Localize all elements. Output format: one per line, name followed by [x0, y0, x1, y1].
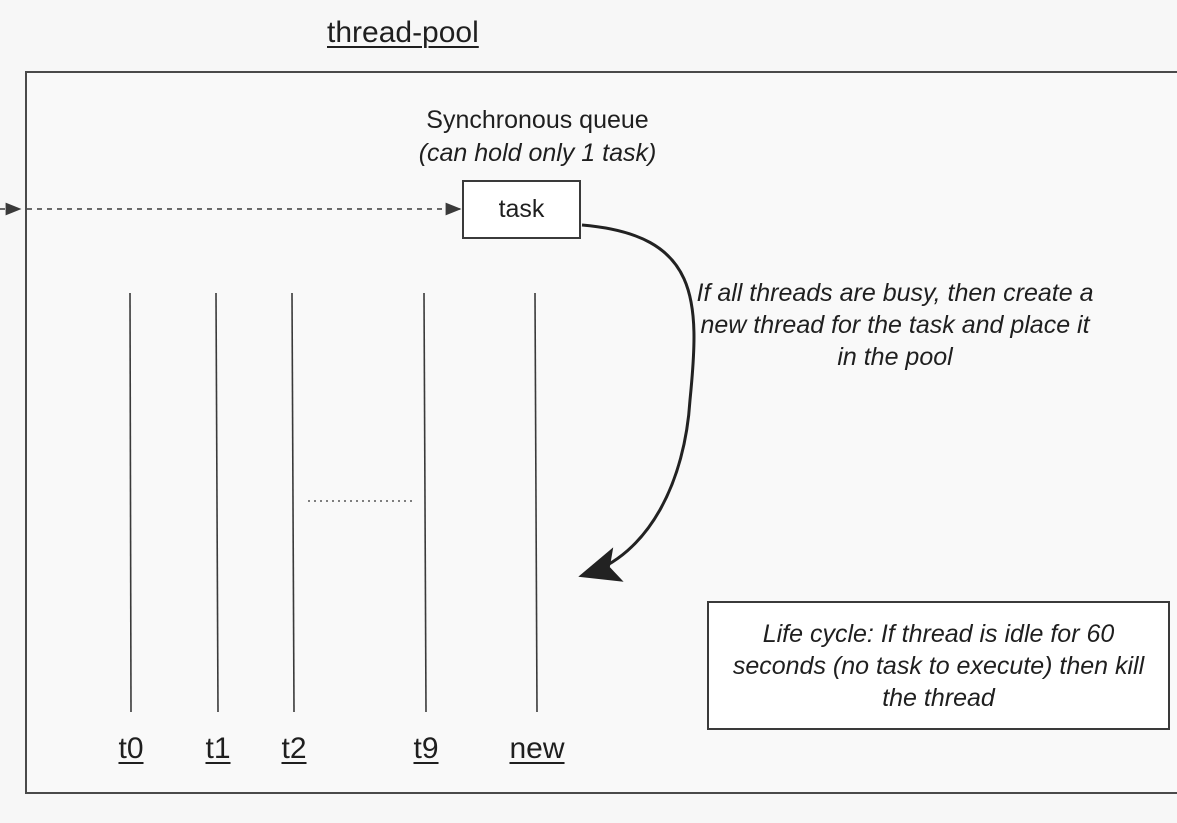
lifecycle-box: Life cycle: If thread is idle for 60 sec…	[707, 601, 1170, 730]
thread-label-t1: t1	[205, 732, 231, 765]
thread-label-t2: t2	[281, 732, 307, 765]
queue-capacity-label: (can hold only 1 task)	[418, 139, 657, 167]
lifecycle-text: Life cycle: If thread is idle for 60 sec…	[732, 619, 1145, 712]
thread-label-t9: t9	[413, 732, 439, 765]
task-box: task	[462, 180, 581, 239]
task-label: task	[498, 195, 545, 223]
thread-label-new: new	[509, 732, 565, 765]
queue-label: Synchronous queue	[426, 106, 649, 134]
diagram-title: thread-pool	[327, 16, 479, 49]
new-thread-note: If all threads are busy, then create a n…	[696, 279, 1094, 371]
thread-label-t0: t0	[118, 732, 144, 765]
